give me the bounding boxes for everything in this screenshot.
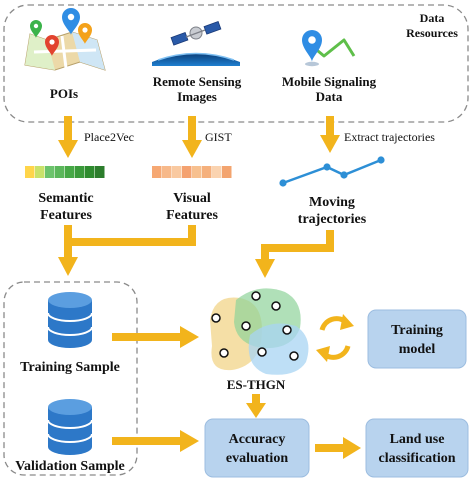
semantic-feature-cell [85,166,95,178]
arrow-rs-to-visual [182,116,202,158]
remote-sensing-label: Remote Sensing [153,74,242,89]
mobile-signaling-label: Mobile Signaling [282,74,377,89]
pois-label: POIs [50,86,78,101]
gist-label: GIST [205,130,232,144]
training-sample-label: Training Sample [20,360,120,375]
satellite-earth-icon [152,20,240,66]
samples-panel [3,281,138,476]
training-model-label: Training [391,323,443,338]
database-icon [47,399,93,455]
land-use-classification-box [365,418,469,478]
accuracy-evaluation-box [204,418,310,478]
heterogeneous-graph-icon [210,288,309,375]
training-model-label-2: model [399,342,436,357]
semantic-feature-cell [65,166,75,178]
arrow-model-to-accuracy [246,394,266,418]
semantic-feature-cell [45,166,55,178]
arrow-features-merge [58,225,196,276]
trajectory-polyline-icon [279,156,385,187]
semantic-feature-cell [95,166,105,178]
visual-feature-cell [202,166,212,178]
semantic-features-label-2: Features [40,208,92,223]
data-resources-label: Data [420,11,445,25]
data-resources-label-2: Resources [406,26,458,40]
visual-feature-cell [212,166,222,178]
visual-features-label: Visual [173,191,211,206]
database-icon [47,292,93,348]
arrow-validation-to-accuracy [112,430,199,452]
mobile-signaling-label-2: Data [316,89,343,104]
semantic-features-label: Semantic [38,191,93,206]
arrow-pois-to-semantic [58,116,78,158]
semantic-feature-cell [35,166,45,178]
visual-feature-cell [222,166,232,178]
visual-feature-cell [182,166,192,178]
location-route-icon [302,30,356,67]
semantic-feature-cell [55,166,65,178]
visual-feature-cell [192,166,202,178]
arrow-accuracy-to-landuse [315,437,361,459]
map-pins-icon [24,8,106,71]
arrow-trajectory-to-model [255,230,334,278]
training-model-box [367,309,467,369]
visual-feature-cell [152,166,162,178]
refresh-cycle-icon [316,314,354,362]
validation-sample-label: Validation Sample [15,459,125,474]
semantic-feature-cell [75,166,85,178]
visual-feature-vector [152,166,232,178]
land-use-classification-label: Land use [390,432,445,447]
arrow-training-to-model [112,326,199,348]
semantic-feature-vector [25,166,105,178]
es-thgn-label: ES-THGN [227,377,286,392]
visual-feature-cell [172,166,182,178]
place2vec-label: Place2Vec [84,130,134,144]
visual-feature-cell [162,166,172,178]
semantic-feature-cell [25,166,35,178]
accuracy-evaluation-label-2: evaluation [226,451,288,466]
remote-sensing-label-2: Images [177,89,217,104]
moving-trajectories-label: Moving [309,195,355,210]
extract-trajectories-label: Extract trajectories [344,130,435,144]
accuracy-evaluation-label: Accuracy [229,432,286,447]
moving-trajectories-label-2: trajectories [298,212,367,227]
land-use-classification-label-2: classification [379,451,456,466]
arrow-mobile-to-trajectory [320,116,340,153]
visual-features-label-2: Features [166,208,218,223]
